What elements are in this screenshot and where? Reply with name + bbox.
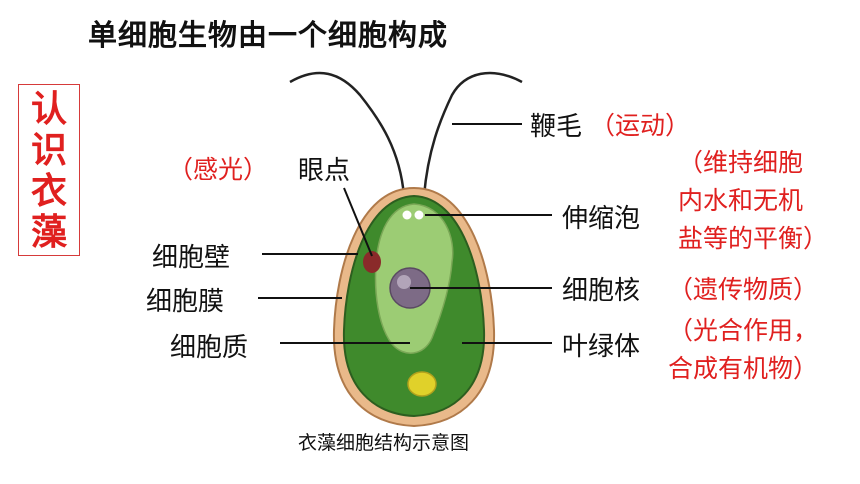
chloroplast-note-line-1: （光合作用，	[668, 316, 819, 345]
cytoplasm-label: 细胞质	[170, 333, 249, 363]
contractile-vacuole-note: （维持细胞 内水和无机 盐等的平衡）	[678, 144, 828, 258]
eyespot-note: （感光）	[168, 155, 269, 184]
cell-membrane-label: 细胞膜	[146, 287, 225, 317]
eyespot-shape	[363, 251, 381, 273]
contractile-vacuole-note-line-2: 内水和无机	[678, 186, 804, 215]
flagellum-left	[289, 71, 406, 197]
contractile-vacuole-note-line-1: （维持细胞	[678, 148, 804, 177]
leader-eyespot	[343, 187, 373, 257]
contractile-vacuole-note-line-3: 盐等的平衡）	[678, 224, 829, 253]
side-label-box: 认识衣藻	[18, 84, 80, 256]
chloroplast-note: （光合作用， 合成有机物）	[668, 312, 818, 388]
pyrenoid-shape	[407, 371, 437, 397]
cell-wall-label: 细胞壁	[152, 243, 231, 273]
chloroplast-note-line-2: 合成有机物）	[668, 354, 819, 383]
flagellum-right	[422, 71, 523, 197]
nucleus-label: 细胞核	[562, 276, 641, 306]
contractile-vacuole-label: 伸缩泡	[562, 204, 641, 234]
page-title: 单细胞生物由一个细胞构成	[88, 18, 449, 52]
diagram-caption: 衣藻细胞结构示意图	[298, 432, 470, 454]
eyespot-label: 眼点	[298, 156, 351, 186]
nucleus-note: （遗传物质）	[668, 275, 819, 304]
chloroplast-label: 叶绿体	[562, 332, 641, 362]
flagellum-note: （运动）	[590, 111, 691, 140]
flagellum-label: 鞭毛	[530, 112, 583, 142]
side-label: 认识衣藻	[30, 89, 67, 253]
contractile-vacuole-shape	[402, 210, 412, 220]
